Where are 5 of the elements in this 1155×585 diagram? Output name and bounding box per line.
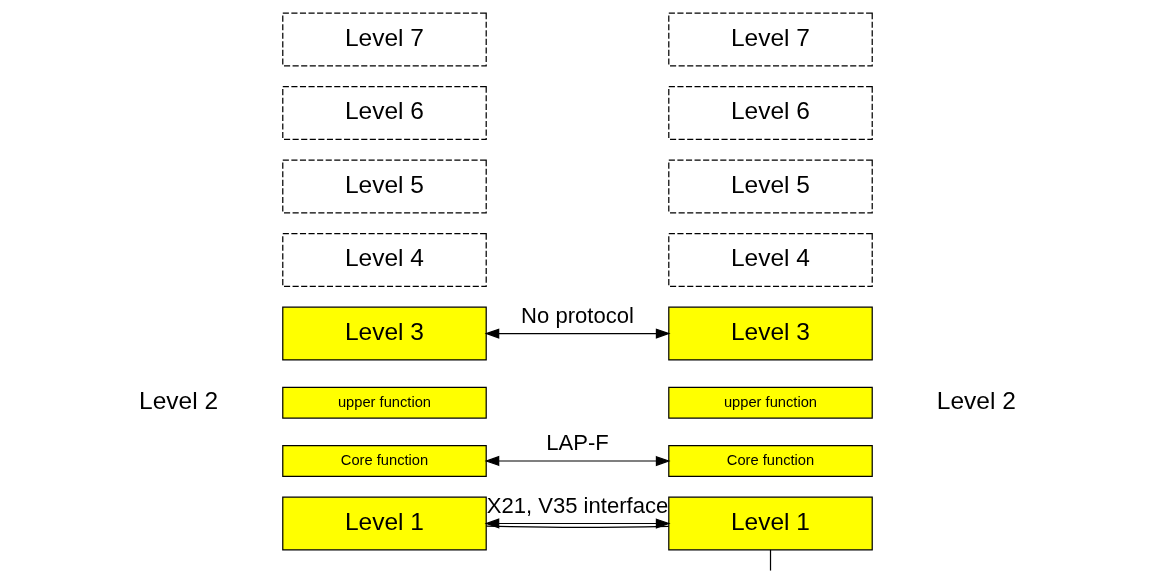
edge-label: No protocol: [521, 303, 634, 329]
edge-label: X21, V35 interface: [486, 492, 669, 518]
label: Level 2: [139, 386, 219, 414]
edge-label: LAP-F: [546, 430, 609, 456]
label: Level 2: [936, 386, 1016, 414]
